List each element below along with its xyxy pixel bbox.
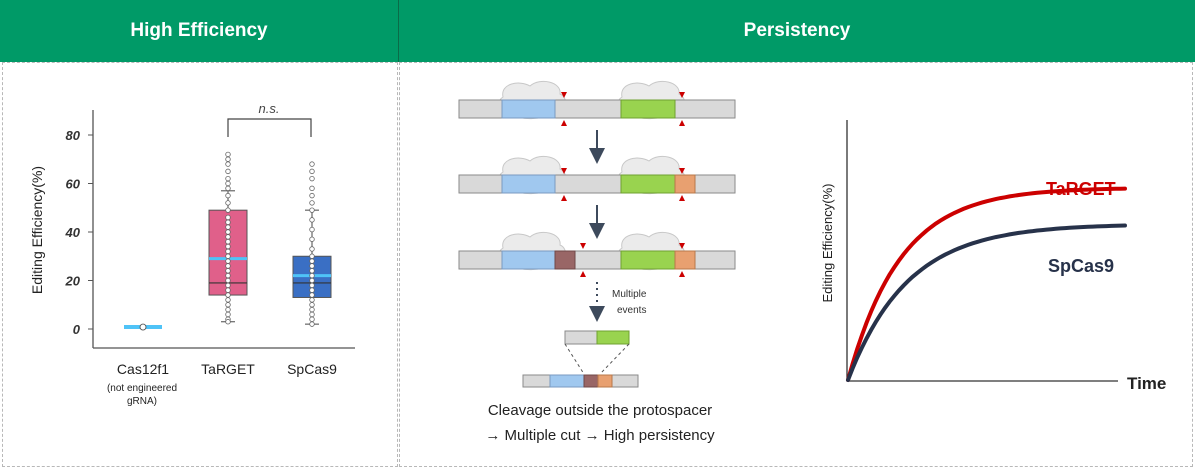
data-point (225, 168, 231, 175)
cut-marker (561, 168, 567, 174)
cut-marker (580, 243, 586, 249)
data-point (225, 207, 231, 213)
cut-marker (679, 168, 685, 174)
data-point (225, 319, 231, 325)
header-persistency: Persistency (399, 0, 1195, 62)
cut-marker (561, 92, 567, 98)
y-tick-label: 20 (65, 274, 81, 289)
significance-bracket (227, 118, 312, 137)
cut-marker (679, 243, 685, 249)
cut-marker (561, 195, 567, 201)
data-point (225, 161, 231, 167)
box-plot-y-label: Editing Efficiency(%) (29, 166, 45, 294)
zoom-inset (522, 330, 639, 388)
diagram-caption-line2: → Multiple cut → High persistency (485, 427, 715, 444)
data-point (309, 236, 315, 242)
data-point (309, 246, 315, 252)
target-site-green (596, 330, 630, 345)
cut-marker (561, 120, 567, 126)
zoom-guide-line (599, 343, 630, 375)
category-label-cas12f1: Cas12f1 (117, 361, 169, 377)
curve-x-label: Time (1127, 374, 1166, 393)
cut-marker (679, 195, 685, 201)
target-site-green (620, 99, 676, 119)
significance-label: n.s. (259, 101, 280, 116)
data-point (309, 207, 315, 213)
target-site-blue (501, 174, 556, 194)
data-point (225, 200, 231, 206)
data-point (309, 200, 315, 206)
category-label-spcas9: SpCas9 (287, 361, 337, 377)
right-panel (399, 62, 1193, 467)
indel-orange (597, 374, 613, 388)
header-divider (398, 0, 399, 62)
y-tick-label: 0 (73, 322, 81, 337)
dna-row-1 (458, 80, 736, 126)
multiple-events-label-line2: events (617, 305, 646, 316)
data-point (309, 192, 315, 199)
data-point (309, 226, 315, 233)
cut-marker (679, 271, 685, 277)
curve-target (846, 186, 1127, 382)
indel-brown (554, 250, 576, 270)
curve-y-label: Editing Efficiency(%) (820, 184, 835, 303)
cut-marker (679, 120, 685, 126)
indel-orange (674, 250, 696, 270)
data-point (309, 168, 315, 175)
multiple-events-label-line1: Multiple (612, 289, 647, 300)
data-point (309, 175, 315, 182)
data-point (225, 185, 231, 192)
data-point (309, 161, 315, 167)
category-label-target: TaRGET (201, 361, 255, 377)
target-site-blue (501, 99, 556, 119)
data-point (309, 185, 315, 192)
legend-target: TaRGET (1046, 179, 1116, 199)
indel-orange (674, 174, 696, 194)
cut-marker (679, 92, 685, 98)
left-panel (2, 62, 398, 467)
category-sublabel-line2: gRNA) (127, 396, 157, 407)
diagram-caption-line1: Cleavage outside the protospacer (487, 402, 713, 419)
header-high-efficiency: High Efficiency (0, 0, 398, 62)
box-plot-axes (92, 110, 355, 349)
legend-spcas9: SpCas9 (1048, 256, 1114, 276)
data-point (309, 217, 315, 223)
dna-row-3 (458, 231, 736, 277)
y-tick-label: 40 (65, 225, 81, 240)
data-point (225, 192, 231, 199)
curve-spcas9 (846, 223, 1127, 382)
data-point (139, 323, 147, 331)
data-point (309, 321, 315, 327)
header-high-efficiency-title: High Efficiency (130, 20, 268, 41)
dna-row-2 (458, 155, 736, 201)
y-tick-label: 60 (66, 177, 81, 192)
y-tick-label: 80 (66, 128, 81, 143)
cut-marker (580, 271, 586, 277)
header-persistency-title: Persistency (743, 20, 851, 41)
category-sublabel-line1: (not engineered (107, 383, 177, 394)
